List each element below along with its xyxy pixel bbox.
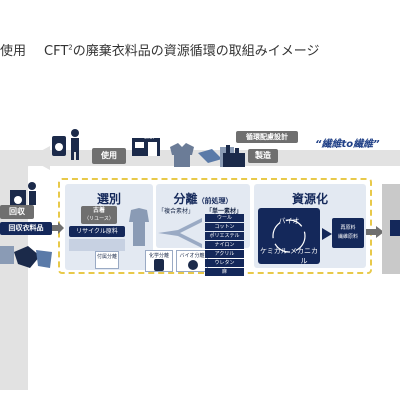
material-hemp: 麻 — [205, 268, 244, 276]
single-label: 「単一素材」 — [206, 208, 243, 215]
output-line2: 繊維原料 — [337, 234, 358, 240]
arrow-to-next — [366, 226, 384, 238]
recycle-material-label: リサイクル原料 — [69, 226, 125, 237]
separation-title: 分離 — [173, 192, 198, 206]
shop-icon — [132, 138, 160, 156]
used-clothes-box: 古着 （リユース） — [81, 206, 117, 224]
sorting-stage: 選別 古着 （リユース） リサイクル原料 付属分離 — [65, 184, 153, 270]
title-rest: の廃棄衣料品の資源循環の取組みイメージ — [72, 44, 320, 59]
bio-box: バイオ分離 — [176, 250, 208, 272]
separation-heading: 分離（前処理） — [156, 190, 250, 207]
bottle-icon — [154, 259, 164, 271]
microbe-icon — [188, 260, 198, 270]
metal-label: 付属分離 — [96, 254, 117, 260]
material-cotton: コットン — [205, 223, 244, 231]
collect-label: 回収 — [0, 205, 34, 219]
composite-label: 「複合素材」 — [158, 208, 195, 215]
chemical-process-label: ケミカル — [260, 247, 288, 255]
material-list: ウール コットン ポリエステル ナイロン アクリル ウレタン 麻 — [202, 214, 248, 278]
material-nylon: ナイロン — [205, 241, 244, 249]
manufacture-label: 製造 — [248, 149, 278, 163]
design-label: 循環配慮設計 — [236, 131, 298, 143]
sorting-heading: 選別 — [96, 192, 121, 206]
recycling-stage: 資源化 バイオ ケミカル メカニカル 再原料 繊維原料 — [254, 184, 366, 268]
chemical-box: 化学分離 — [145, 250, 173, 272]
separation-sub: （前処理） — [197, 197, 233, 205]
separation-fan-icon — [158, 218, 202, 248]
material-acrylic: アクリル — [205, 250, 244, 258]
mechanical-process-label: メカニカル — [290, 247, 318, 265]
page-title: 使用 CFT2の廃棄衣料品の資源循環の取組みイメージ — [0, 40, 320, 59]
laundry-person-icon — [52, 129, 79, 160]
arrow-left-to-sort — [52, 222, 64, 234]
hanger-clothes-icon — [129, 208, 149, 246]
title-prefix: 使用 — [0, 44, 27, 59]
reuse-label: （リユース） — [84, 216, 114, 222]
output-line1: 再原料 — [340, 225, 356, 231]
collected-clothes-label: 回収衣料品 — [0, 222, 52, 235]
process-circle-box: バイオ ケミカル メカニカル — [258, 208, 320, 265]
chemical-sep-label: 化学分離 — [148, 253, 169, 259]
recycle-bin-row — [69, 239, 125, 251]
title-cft: CFT — [44, 44, 69, 59]
separation-stage: 分離（前処理） 「複合素材」 「単一素材」 ウール コットン ポリエステル ナイ… — [156, 184, 250, 276]
metal-box: 付属分離 — [95, 251, 119, 269]
slogan: “繊維to繊維” — [315, 139, 380, 150]
right-column-tab — [390, 220, 400, 236]
title-sup: 2 — [68, 43, 73, 52]
flow-arrow-left — [28, 146, 50, 170]
material-urethane: ウレタン — [205, 259, 244, 267]
cycle-arrows-icon — [272, 219, 306, 253]
output-arrow-icon — [322, 228, 332, 240]
shop-sign: SHOP — [144, 135, 156, 140]
bio-process-label: バイオ — [278, 217, 300, 225]
bio-sep-label: バイオ分離 — [179, 253, 205, 259]
recycling-heading: 資源化 — [291, 192, 328, 206]
material-wool: ウール — [205, 214, 244, 222]
material-polyester: ポリエステル — [205, 232, 244, 240]
used-clothes-label: 古着 — [92, 207, 105, 214]
use-label: 使用 — [92, 148, 126, 164]
output-box: 再原料 繊維原料 — [332, 218, 364, 248]
clothes-pile-icon — [0, 246, 52, 268]
factory-icon — [223, 145, 245, 167]
